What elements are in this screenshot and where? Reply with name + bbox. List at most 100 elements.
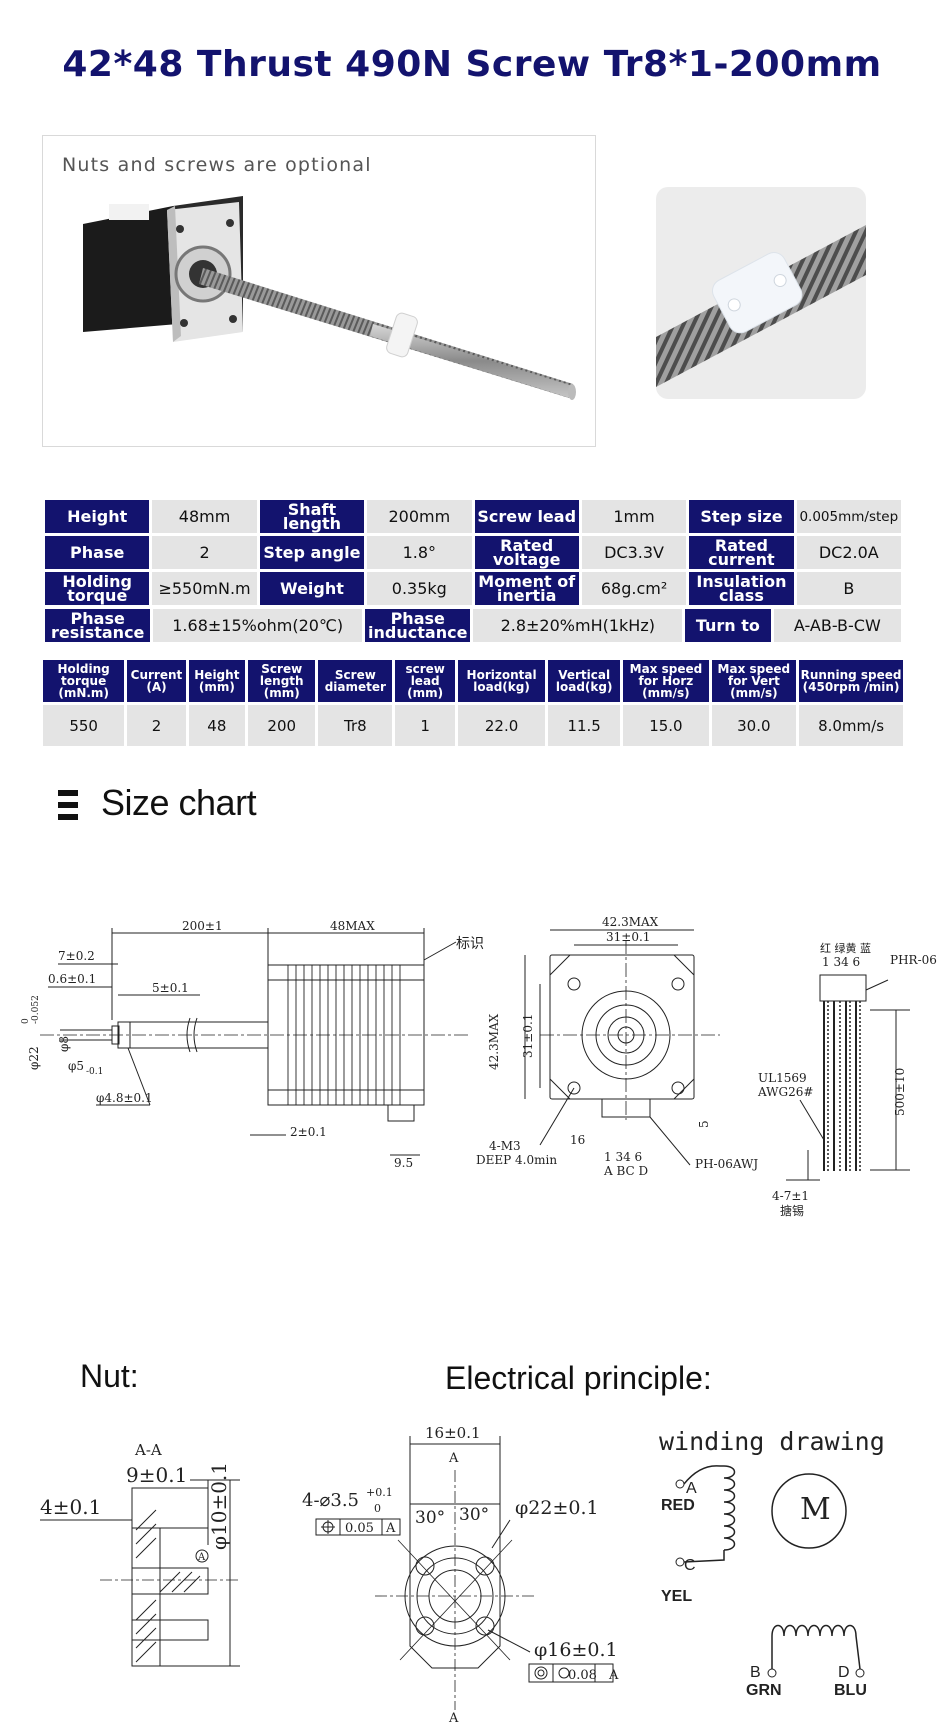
- spec-value: 200mm: [367, 500, 472, 533]
- dim-label: 16: [570, 1133, 585, 1147]
- spec-value: 48mm: [152, 500, 257, 533]
- dim-label: A: [448, 1711, 459, 1726]
- nut-and-wiring-drawing: A-A 9±0.1 4±0.1 φ10±0.1 A 16±0.1 A 4-⌀3.…: [40, 1424, 885, 1726]
- wire-color: GRN: [746, 1682, 782, 1699]
- wire-color: BLU: [834, 1682, 867, 1699]
- spec-value: 0.35kg: [367, 572, 472, 605]
- spec-label: Rated voltage: [474, 536, 579, 569]
- column-header: Height (mm): [188, 660, 246, 702]
- dim-label: -0.1: [86, 1067, 103, 1077]
- spec-value: B: [796, 572, 901, 605]
- column-header: Max speed for Vert (mm/s): [711, 660, 797, 702]
- spec-value: DC2.0A: [796, 536, 901, 569]
- spec-value: 68g.cm²: [581, 572, 687, 605]
- dim-label: PHR-06: [890, 953, 937, 967]
- spec-label: Screw lead: [474, 500, 579, 533]
- page-title: 42*48 Thrust 490N Screw Tr8*1-200mm: [62, 44, 882, 85]
- dim-label: 30°: [415, 1508, 445, 1528]
- spec-label: Moment of inertia: [474, 572, 579, 605]
- dim-label: 48MAX: [330, 919, 375, 933]
- dim-label: 标识: [456, 936, 484, 952]
- column-header: Screw diameter: [318, 660, 393, 702]
- section-label: A-A: [134, 1441, 162, 1459]
- dim-label: φ5: [68, 1059, 84, 1073]
- spec-value: 2: [152, 536, 257, 569]
- spec-value: 1.8°: [367, 536, 472, 569]
- spec-label: Step size: [689, 500, 794, 533]
- dim-label: A: [385, 1521, 396, 1536]
- table-cell: 8.0mm/s: [799, 705, 903, 746]
- dim-label: 0.08: [568, 1668, 597, 1683]
- table-cell: 2: [127, 705, 186, 746]
- table-row: Phase resistance 1.68±15%ohm(20℃) Phase …: [45, 609, 901, 642]
- dim-label: DEEP 4.0min: [476, 1153, 557, 1167]
- dim-label: A BC D: [603, 1164, 648, 1178]
- product-photo-frame: Nuts and screws are optional: [42, 135, 596, 447]
- dim-label: 16±0.1: [425, 1424, 481, 1442]
- dim-label: φ4.8±0.1: [96, 1091, 153, 1105]
- photo-caption: Nuts and screws are optional: [62, 154, 372, 176]
- spec-label: Insulation class: [689, 572, 794, 605]
- nut-photo: [656, 187, 866, 399]
- dim-label: φ22: [27, 1046, 41, 1070]
- dim-label: 500±10: [893, 1068, 907, 1116]
- spec-value: ≥550mN.m: [152, 572, 257, 605]
- dim-label: 31±0.1: [521, 1014, 535, 1058]
- table-row: Height 48mm Shaft length 200mm Screw lea…: [45, 500, 901, 533]
- column-header: Screw length (mm): [248, 660, 316, 702]
- spec-table: Height 48mm Shaft length 200mm Screw lea…: [42, 497, 904, 608]
- table-cell: 22.0: [458, 705, 546, 746]
- dim-label: AWG26#: [757, 1085, 813, 1099]
- dim-label: 42.3MAX: [487, 1013, 501, 1070]
- table-cell: 200: [248, 705, 316, 746]
- column-header: Max speed for Horz (mm/s): [623, 660, 709, 702]
- spec-value: 1mm: [581, 500, 687, 533]
- spec-label: Rated current: [689, 536, 794, 569]
- dim-label: A: [448, 1451, 459, 1466]
- datum-label: A: [197, 1552, 206, 1563]
- wire-color: YEL: [661, 1588, 692, 1605]
- spec-value: 0.005mm/step: [796, 500, 901, 533]
- column-header: Horizontal load(kg): [458, 660, 546, 702]
- table-cell: 1: [395, 705, 456, 746]
- spec-label: Weight: [259, 572, 365, 605]
- spec-label: Phase: [45, 536, 150, 569]
- dim-label: -0.052: [31, 995, 41, 1024]
- dim-label: 31±0.1: [606, 930, 650, 944]
- dim-label: 1 34 6: [822, 955, 860, 969]
- dim-label: 7±0.2: [58, 949, 95, 963]
- table-cell: 11.5: [548, 705, 621, 746]
- stepper-motor-image: [83, 196, 576, 400]
- list-icon: [58, 790, 78, 820]
- spec-value: A-AB-B-CW: [773, 609, 901, 642]
- wire-pin: A: [686, 1480, 697, 1497]
- dim-label: 0: [374, 1502, 381, 1515]
- dim-label: φ10±0.1: [207, 1462, 231, 1550]
- table-cell: 15.0: [623, 705, 709, 746]
- column-header: Current (A): [127, 660, 186, 702]
- dim-label: 4-M3: [489, 1139, 521, 1153]
- table-cell: 48: [188, 705, 246, 746]
- column-header: Vertical load(kg): [548, 660, 621, 702]
- spec-table-last-row: Phase resistance 1.68±15%ohm(20℃) Phase …: [42, 606, 904, 645]
- spec-value: DC3.3V: [581, 536, 687, 569]
- dim-label: 200±1: [182, 919, 223, 933]
- table-cell: 550: [43, 705, 125, 746]
- performance-table: Holding torque (mN.m) Current (A) Height…: [40, 657, 906, 749]
- winding-title: winding drawing: [659, 1427, 885, 1456]
- size-chart-drawing: 200±1 48MAX 标识 7±0.2 0.6±0.1 5±0.1 φ22 -…: [21, 915, 937, 1218]
- dim-label: φ16±0.1: [534, 1639, 618, 1661]
- dim-label: PH-06AWJ: [695, 1157, 758, 1171]
- dim-label: UL1569: [758, 1071, 807, 1085]
- dim-label: 红 绿黄 蓝: [820, 941, 871, 955]
- dim-label: φ8: [57, 1036, 71, 1052]
- spec-label: Height: [45, 500, 150, 533]
- table-row: Holding torque ≥550mN.m Weight 0.35kg Mo…: [45, 572, 901, 605]
- spec-label: Phase inductance: [365, 609, 471, 642]
- dim-label: 30°: [459, 1505, 489, 1525]
- dim-label: 4-⌀3.5: [302, 1490, 359, 1511]
- spec-label: Step angle: [259, 536, 365, 569]
- dim-label: φ22±0.1: [515, 1497, 599, 1519]
- dim-label: 9±0.1: [126, 1463, 187, 1487]
- table-row: 550 2 48 200 Tr8 1 22.0 11.5 15.0 30.0 8…: [43, 705, 903, 746]
